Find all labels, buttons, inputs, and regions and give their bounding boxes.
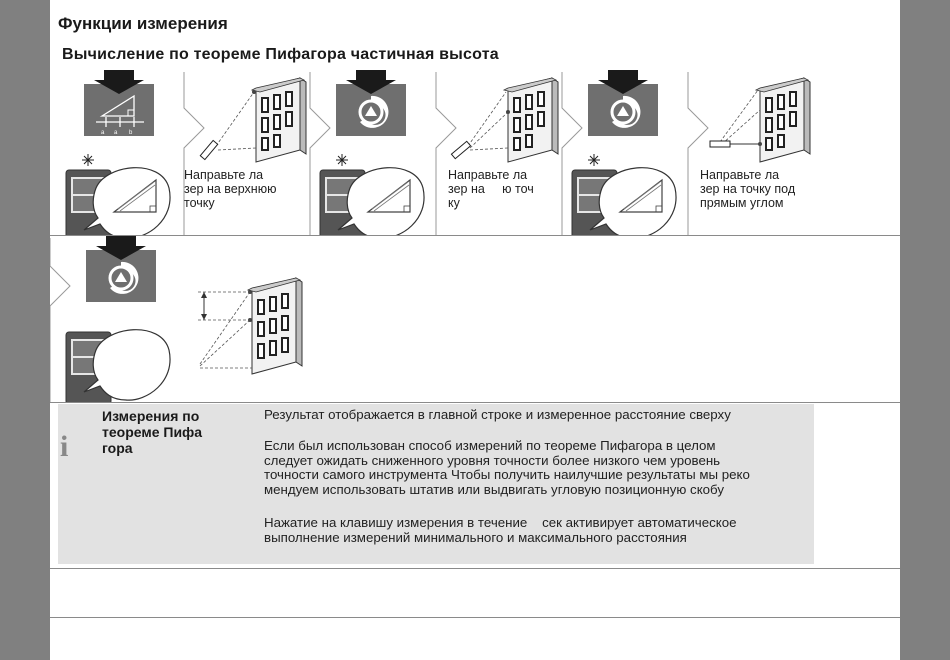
info-paragraph-1: Результат отображается в главной строке …: [264, 407, 731, 422]
section-title: Функции измерения: [58, 14, 228, 33]
measure-key-icon: [334, 70, 408, 138]
svg-text:a: a: [114, 130, 118, 136]
steps-row-1: a a b: [50, 70, 900, 236]
info-icon: i: [60, 430, 69, 463]
info-box: [58, 404, 814, 564]
device-with-display-1: [65, 153, 172, 235]
svg-text:a: a: [101, 130, 105, 136]
info-paragraph-3: Нажатие на клавишу измерения в течение с…: [264, 515, 737, 545]
step-1-key: a a b: [84, 70, 154, 136]
steps-row-2: [50, 236, 900, 403]
right-margin-bar: [900, 0, 950, 660]
page-subtitle: Вычисление по теореме Пифагора частичная…: [62, 46, 499, 63]
info-paragraph-2: Если был использован способ измерений по…: [264, 438, 750, 497]
steps-illustration: a a b: [65, 70, 811, 235]
measure-key-icon-3: [84, 236, 158, 304]
svg-text:b: b: [129, 130, 133, 136]
left-margin-bar: [0, 0, 50, 660]
step-2-illustration: [199, 77, 307, 163]
step-4-illustration: [450, 77, 559, 163]
device-with-display-2: [319, 153, 426, 235]
building-partial-height: [246, 277, 303, 375]
result-illustration: [50, 236, 303, 402]
info-heading: Измерения по теореме Пифа гора: [102, 408, 203, 456]
step-6-illustration: [709, 77, 811, 163]
device-with-display-3: [571, 153, 678, 235]
divider-1: [50, 568, 900, 569]
divider-2: [50, 617, 900, 618]
measure-key-icon-2: [586, 70, 660, 138]
